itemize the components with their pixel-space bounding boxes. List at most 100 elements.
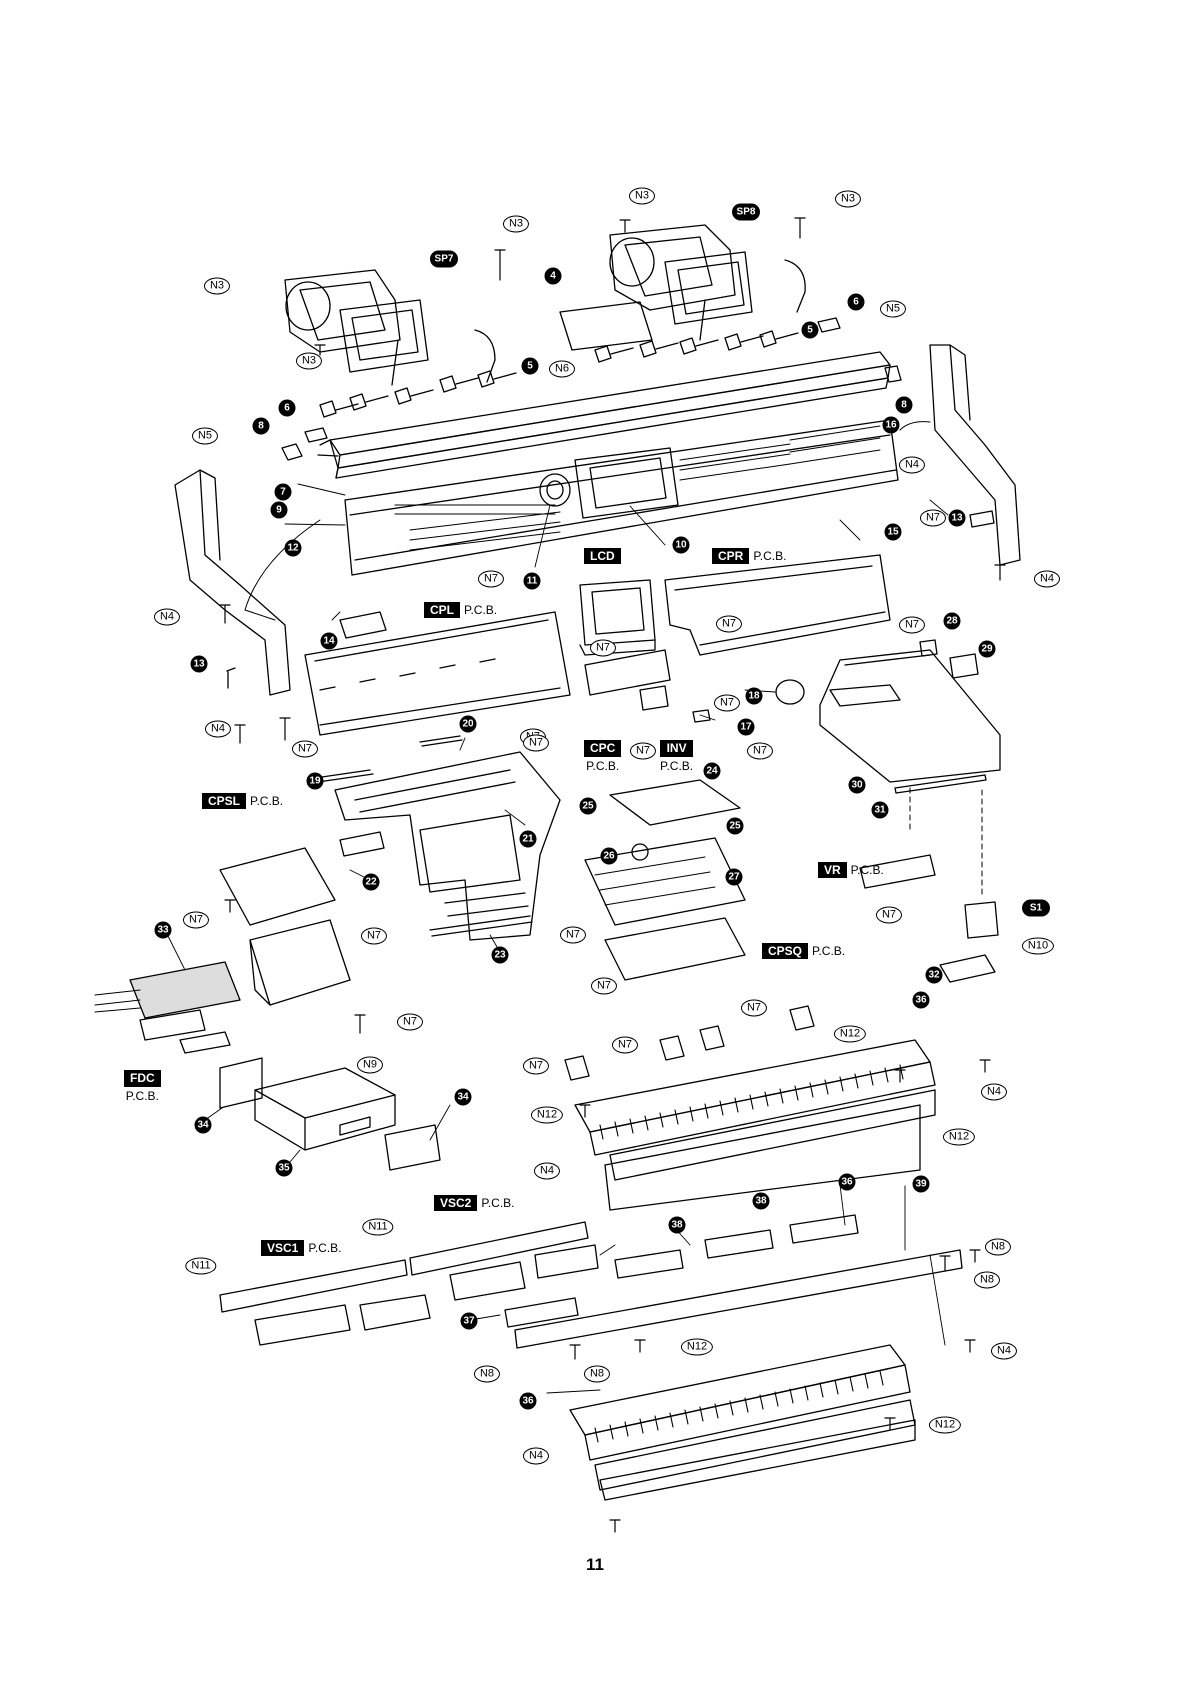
callout-33: 33 xyxy=(154,921,172,939)
callout-7: 7 xyxy=(274,483,292,501)
part-29 xyxy=(949,653,979,679)
callout-30: 30 xyxy=(848,776,866,794)
callout-s1: S1 xyxy=(1022,899,1050,917)
oval-n7: N7 xyxy=(396,1013,424,1031)
strip-38-b xyxy=(704,1229,774,1259)
oval-n5: N5 xyxy=(879,300,907,318)
oval-n4: N4 xyxy=(204,720,232,738)
callout-26: 26 xyxy=(600,847,618,865)
strip-38-a xyxy=(614,1249,684,1279)
vsc2-rail xyxy=(409,1221,589,1276)
oval-n7: N7 xyxy=(182,911,210,929)
callout-5: 5 xyxy=(801,321,819,339)
callout-20: 20 xyxy=(459,715,477,733)
oval-n8: N8 xyxy=(984,1238,1012,1256)
right-end-bracket xyxy=(899,344,1021,566)
page-number: 11 xyxy=(586,1555,604,1574)
vr-suffix: P.C.B. xyxy=(850,863,884,877)
connector-22 xyxy=(339,831,385,857)
jack-18 xyxy=(775,679,805,705)
inv-board xyxy=(639,685,669,711)
oval-n7: N7 xyxy=(291,740,319,758)
knob-row xyxy=(319,330,799,418)
top-rail xyxy=(317,351,891,479)
oval-n4: N4 xyxy=(153,608,181,626)
vsc2-suffix: P.C.B. xyxy=(481,1196,515,1210)
oval-n7: N7 xyxy=(919,509,947,527)
callout-34: 34 xyxy=(454,1088,472,1106)
cpl-board xyxy=(304,611,571,736)
part-8-left xyxy=(281,443,303,461)
oval-n7: N7 xyxy=(590,977,618,995)
oval-n6: N6 xyxy=(548,360,576,378)
inv-suffix: P.C.B. xyxy=(660,759,694,773)
callout-6: 6 xyxy=(847,293,865,311)
callout-36: 36 xyxy=(519,1392,537,1410)
cpr-tag: CPR xyxy=(712,548,750,564)
callout-29: 29 xyxy=(978,640,996,658)
oval-n7: N7 xyxy=(898,616,926,634)
callout-11: 11 xyxy=(523,572,541,590)
callout-sp7: SP7 xyxy=(430,250,458,268)
strip-31 xyxy=(894,774,987,794)
oval-n4: N4 xyxy=(980,1083,1008,1101)
callout-15: 15 xyxy=(884,523,902,541)
oval-n12: N12 xyxy=(530,1106,564,1124)
cpl-suffix: P.C.B. xyxy=(464,603,498,617)
oval-n4: N4 xyxy=(1033,570,1061,588)
oval-n7: N7 xyxy=(746,742,774,760)
spacer-34-right xyxy=(384,1124,441,1171)
strip-19 xyxy=(314,769,374,783)
vsc1-suffix: P.C.B. xyxy=(308,1241,342,1255)
strip-20 xyxy=(419,735,463,747)
part-6-right xyxy=(817,317,841,333)
callout-sp8: SP8 xyxy=(732,203,760,221)
callout-17: 17 xyxy=(737,718,755,736)
callout-12: 12 xyxy=(284,539,302,557)
bottom-panel xyxy=(334,751,561,941)
oval-n11: N11 xyxy=(185,1257,217,1275)
oval-n4: N4 xyxy=(522,1447,550,1465)
cpr-suffix: P.C.B. xyxy=(753,549,787,563)
callout-25: 25 xyxy=(579,797,597,815)
oval-n3: N3 xyxy=(834,190,862,208)
callout-32: 32 xyxy=(925,966,943,984)
part-17 xyxy=(692,709,711,723)
connector-14 xyxy=(339,611,387,639)
oval-n3: N3 xyxy=(203,277,231,295)
callout-23: 23 xyxy=(491,946,509,964)
keyboard-lower xyxy=(569,1344,916,1501)
left-end-bracket xyxy=(174,469,321,696)
oval-n8: N8 xyxy=(583,1365,611,1383)
cpr-board xyxy=(664,554,891,656)
screws xyxy=(219,217,1006,1533)
speaker-assembly-right xyxy=(609,224,806,341)
lcd-tag: LCD xyxy=(584,548,621,564)
oval-n3: N3 xyxy=(628,187,656,205)
callout-25: 25 xyxy=(726,817,744,835)
stand-a xyxy=(564,1055,590,1081)
oval-n3: N3 xyxy=(295,352,323,370)
speaker-assembly-left xyxy=(284,269,496,386)
callout-35: 35 xyxy=(275,1159,293,1177)
callout-38: 38 xyxy=(752,1192,770,1210)
oval-n7: N7 xyxy=(629,742,657,760)
callout-10: 10 xyxy=(672,536,690,554)
cpsq-suffix: P.C.B. xyxy=(812,944,846,958)
oval-n12: N12 xyxy=(680,1338,714,1356)
part-6-left xyxy=(304,427,328,443)
callout-21: 21 xyxy=(519,830,537,848)
inv-tag: INV xyxy=(660,740,694,757)
panel-buttons xyxy=(394,425,881,551)
oval-n7: N7 xyxy=(522,734,550,752)
cpsl-suffix: P.C.B. xyxy=(250,794,284,808)
oval-n12: N12 xyxy=(942,1128,976,1146)
oval-n7: N7 xyxy=(715,615,743,633)
